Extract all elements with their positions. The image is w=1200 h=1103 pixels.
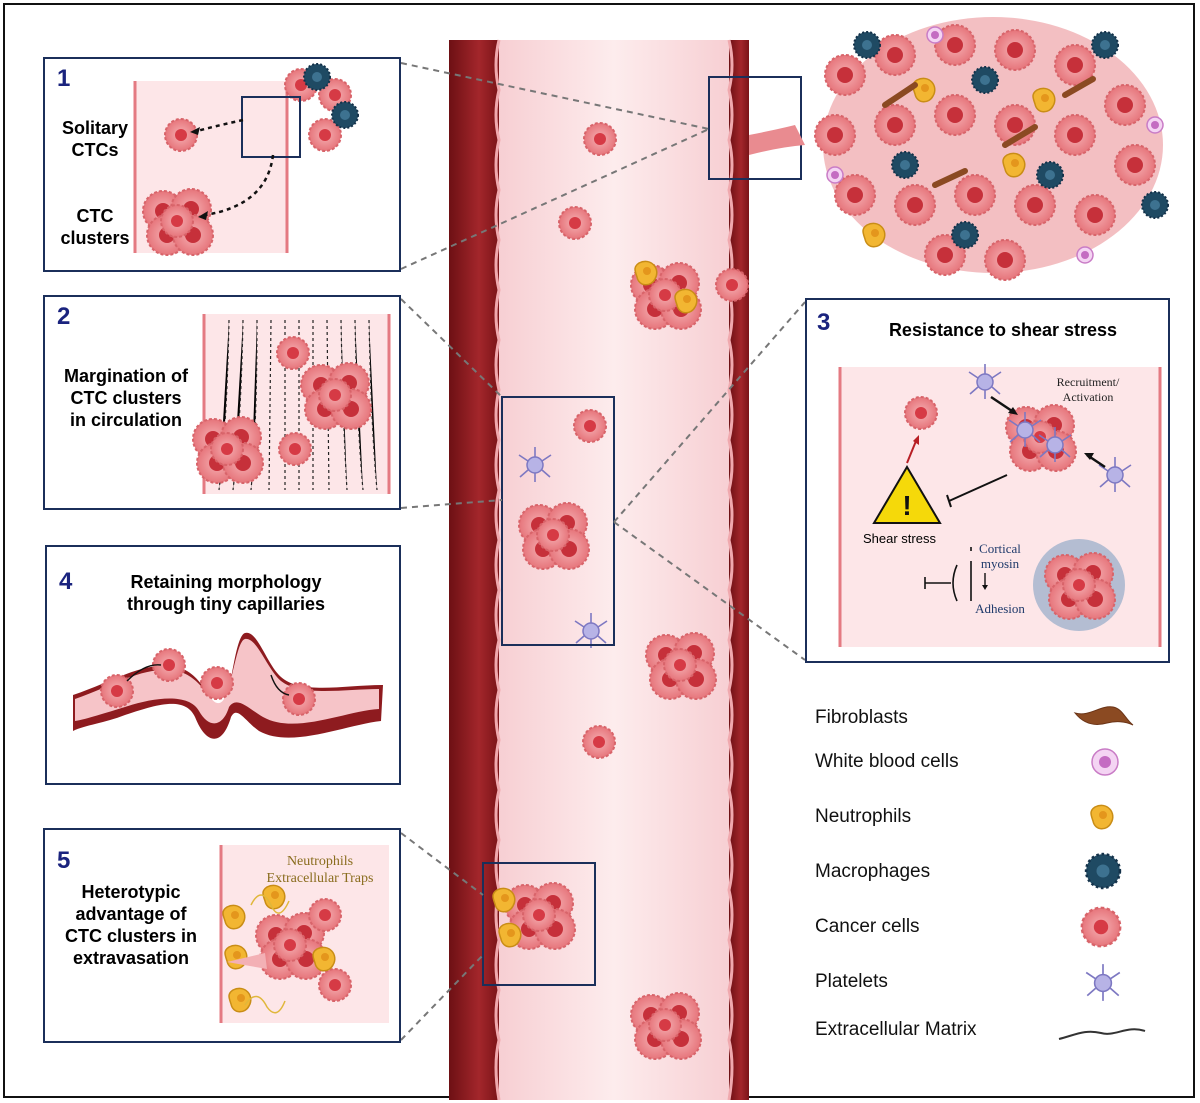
legend-icons	[1058, 706, 1146, 1040]
legend-label-fibroblasts: Fibroblasts	[815, 707, 908, 728]
platelet-icon	[1085, 963, 1121, 1002]
panel4-number: 4	[59, 568, 73, 595]
panel1-solitary-label: Solitary CTCs	[61, 118, 129, 160]
panel5-net-label: Neutrophils Extracellular Traps	[266, 854, 374, 886]
white-blood-cell-icon	[1091, 748, 1119, 776]
panel1-cluster-label: CTC clusters	[60, 206, 130, 248]
panel4-title: Retaining morphology through tiny capill…	[126, 572, 326, 614]
panel3-cortical-label: Cortical myosin	[979, 541, 1021, 571]
panel2-number: 2	[57, 303, 71, 330]
cancer-cell-icon	[1080, 906, 1122, 948]
neutrophil-icon	[1090, 804, 1114, 830]
legend-label-extracellular-matrix: Extracellular Matrix	[815, 1019, 977, 1040]
panel5-title: Heterotypic advantage of CTC clusters in…	[64, 882, 198, 968]
panel3-recruitment-label: Recruitment/ Activation	[1056, 375, 1120, 404]
panel3-adhesion-label: Adhesion	[975, 601, 1025, 616]
panel3-title: Resistance to shear stress	[888, 320, 1118, 340]
macrophage-icon	[1084, 852, 1122, 890]
legend-label-platelets: Platelets	[815, 971, 888, 992]
figure-frame: ! 1 Solitary C	[3, 3, 1195, 1100]
panel3-number: 3	[817, 309, 831, 336]
legend-label-cancer-cells: Cancer cells	[815, 916, 920, 937]
panel1-number: 1	[57, 65, 71, 92]
panel2-title: Margination of CTC clusters in circulati…	[64, 366, 188, 430]
legend-label-macrophages: Macrophages	[815, 861, 931, 882]
main-vessel	[449, 39, 802, 1100]
extracellular-matrix-icon	[1058, 1028, 1146, 1040]
legend-label-neutrophils: Neutrophils	[815, 806, 912, 827]
panel3-shear-label: Shear stress	[863, 531, 936, 546]
primary-tumor	[749, 17, 1169, 281]
panel-connectors	[400, 62, 806, 1041]
figure-canvas	[400, 17, 1169, 1100]
legend-label-white-blood-cells: White blood cells	[815, 751, 959, 772]
panel5-number: 5	[57, 847, 71, 874]
